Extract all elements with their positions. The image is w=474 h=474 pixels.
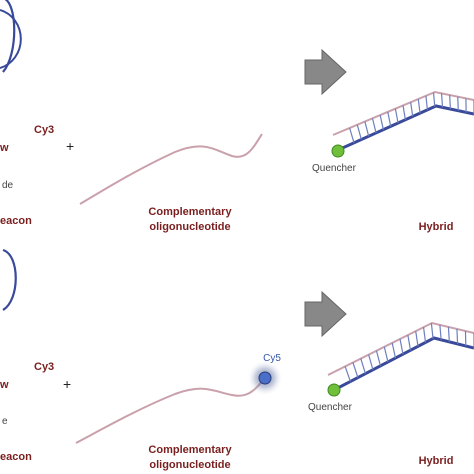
base-pair-rung (422, 327, 427, 343)
probe-fragment-w-top: w (0, 142, 9, 154)
top-panel: Cy3 w de eacon + Complementary oligonucl… (0, 0, 474, 233)
quencher-icon-top (331, 144, 345, 158)
base-pair-rung (425, 95, 428, 110)
base-pair-rung (456, 328, 459, 344)
cy5-fluorophore-icon (258, 371, 272, 385)
base-pair-rung (352, 362, 359, 378)
oligo-label-line1-bottom: Complementary (148, 444, 232, 456)
hybrid-oligo-strand-bottom (327, 321, 474, 376)
cy5-label: Cy5 (263, 353, 281, 364)
base-pair-rung (417, 98, 421, 114)
hybrid-duplex-bottom (327, 321, 474, 392)
base-pair-rung (439, 324, 442, 340)
base-pair-rung (371, 118, 377, 134)
probe-fragment-eacon-bottom: eacon (0, 451, 32, 463)
base-pair-rung (410, 102, 414, 117)
base-pair-rung (387, 111, 392, 127)
base-pair-rung (360, 358, 366, 374)
quencher-label-top: Quencher (312, 163, 357, 174)
base-pair-rung (399, 338, 404, 355)
base-pair-rung (415, 331, 419, 347)
hybrid-label-bottom: Hybrid (419, 455, 454, 467)
oligo-strand-top (79, 133, 263, 205)
base-pair-rung (379, 114, 384, 130)
plus-sign-top: + (66, 138, 74, 154)
hybrid-rungs-bottom (344, 323, 474, 382)
probe-fragment-w-bottom: w (0, 379, 9, 391)
quencher-label-bottom: Quencher (308, 402, 353, 413)
base-pair-rung (391, 342, 397, 359)
base-pair-rung (356, 124, 362, 140)
probe-fragment-e-bottom: e (2, 416, 8, 427)
hybrid-probe-strand-top (337, 104, 474, 152)
oligo-label-line1-top: Complementary (148, 206, 232, 218)
base-pair-rung (344, 366, 351, 382)
hybrid-oligo-strand-top (332, 90, 474, 136)
bottom-panel: Cy3 w e eacon + Cy5 Complementary oligon… (0, 248, 474, 471)
base-pair-rung (440, 93, 444, 108)
arrow-icon-bottom (304, 290, 347, 338)
arrow-icon-top (304, 48, 347, 96)
hybrid-probe-strand-bottom (333, 336, 474, 392)
base-pair-rung (364, 121, 370, 137)
base-pair-rung (349, 127, 355, 143)
oligo-label-line2-bottom: oligonucleotide (149, 459, 230, 471)
base-pair-rung (432, 92, 436, 107)
probe-fragment-de-top: de (2, 180, 14, 191)
base-pair-rung (375, 350, 382, 367)
hybrid-label-top: Hybrid (419, 221, 454, 233)
probe-fragment-cy3-bottom: Cy3 (34, 361, 54, 373)
plus-sign-bottom: + (63, 376, 71, 392)
hybrid-duplex-top (332, 90, 474, 152)
probe-fragment-eacon-top: eacon (0, 215, 32, 227)
oligo-label-line2-top: oligonucleotide (149, 221, 230, 233)
base-pair-rung (430, 323, 434, 339)
base-pair-rung (407, 334, 412, 351)
probe-fragment-cy3-top: Cy3 (34, 124, 54, 136)
oligo-strand-bottom (75, 378, 265, 444)
beacon-loop-arc-top (2, 0, 16, 73)
base-pair-rung (383, 346, 389, 363)
base-pair-rung (402, 105, 406, 120)
base-pair-rung (368, 354, 374, 370)
beacon-loop-arc-bottom (2, 248, 17, 311)
base-pair-rung (394, 108, 399, 124)
base-pair-rung (449, 94, 451, 110)
hybrid-rungs-top (349, 92, 474, 143)
base-pair-rung (447, 326, 450, 342)
quencher-icon-bottom (327, 383, 341, 397)
